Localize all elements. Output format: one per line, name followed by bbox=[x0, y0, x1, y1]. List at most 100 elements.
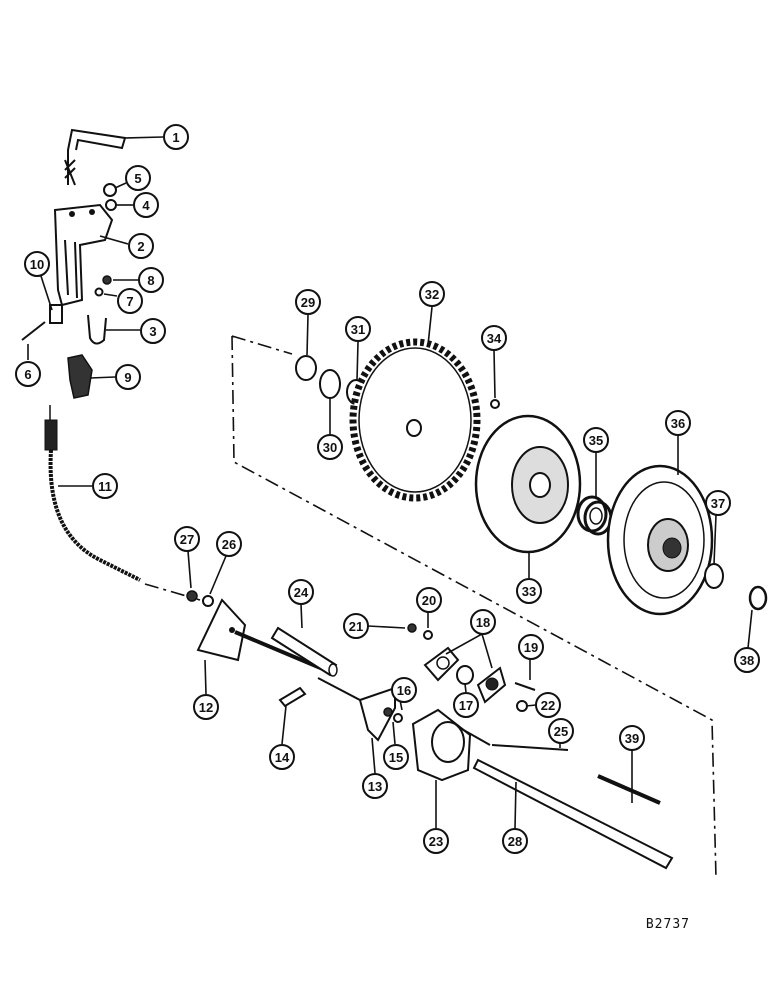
part-bearing-17 bbox=[456, 665, 474, 685]
part-spring-35 bbox=[576, 495, 613, 536]
callout-29: 29 bbox=[295, 289, 321, 315]
callout-37: 37 bbox=[705, 490, 731, 516]
svg-text:27: 27 bbox=[180, 532, 194, 547]
callout-17: 17 bbox=[453, 692, 479, 718]
callout-32: 32 bbox=[419, 281, 445, 307]
svg-text:23: 23 bbox=[429, 834, 443, 849]
part-key-39 bbox=[597, 774, 661, 805]
svg-text:38: 38 bbox=[740, 653, 754, 668]
svg-text:35: 35 bbox=[589, 433, 603, 448]
callout-1: 1 bbox=[163, 124, 189, 150]
callout-24: 24 bbox=[288, 579, 314, 605]
part-bolt-19 bbox=[514, 682, 536, 691]
figure-id-label: B2737 bbox=[645, 917, 690, 932]
part-nut-5 bbox=[103, 183, 117, 197]
svg-text:12: 12 bbox=[199, 700, 213, 715]
svg-text:26: 26 bbox=[222, 537, 236, 552]
callout-25: 25 bbox=[548, 718, 574, 744]
svg-text:31: 31 bbox=[351, 322, 365, 337]
svg-text:33: 33 bbox=[522, 584, 536, 599]
part-cotter-pin bbox=[278, 686, 307, 708]
part-washer-16 bbox=[393, 713, 403, 723]
callout-38: 38 bbox=[734, 647, 760, 673]
callout-12: 12 bbox=[193, 694, 219, 720]
part-nut-8 bbox=[102, 275, 112, 285]
svg-text:15: 15 bbox=[389, 750, 403, 765]
part-bracket bbox=[53, 203, 114, 307]
svg-text:7: 7 bbox=[126, 294, 133, 309]
part-pulley-half-33 bbox=[474, 414, 582, 554]
svg-text:4: 4 bbox=[142, 198, 150, 213]
callout-14: 14 bbox=[269, 744, 295, 770]
svg-text:18: 18 bbox=[476, 615, 490, 630]
svg-text:6: 6 bbox=[24, 367, 31, 382]
callout-28: 28 bbox=[502, 828, 528, 854]
svg-text:20: 20 bbox=[422, 593, 436, 608]
svg-text:25: 25 bbox=[554, 724, 568, 739]
svg-text:9: 9 bbox=[124, 370, 131, 385]
part-control-cable bbox=[44, 405, 201, 601]
callout-10: 10 bbox=[24, 251, 50, 277]
callout-27: 27 bbox=[174, 526, 200, 552]
svg-text:36: 36 bbox=[671, 416, 685, 431]
part-washer-26 bbox=[202, 595, 214, 607]
svg-text:2: 2 bbox=[137, 239, 144, 254]
part-washer-29 bbox=[295, 355, 317, 381]
svg-text:17: 17 bbox=[459, 698, 473, 713]
callout-4: 4 bbox=[133, 192, 159, 218]
callout-26: 26 bbox=[216, 531, 242, 557]
part-washer-20 bbox=[423, 630, 433, 640]
part-nut-15 bbox=[383, 707, 393, 717]
callout-35: 35 bbox=[583, 427, 609, 453]
part-washer-7 bbox=[94, 287, 104, 297]
callout-39: 39 bbox=[619, 725, 645, 751]
svg-text:3: 3 bbox=[149, 324, 156, 339]
leader-lines bbox=[27, 136, 753, 829]
callout-9: 9 bbox=[115, 364, 141, 390]
part-bearing-30 bbox=[319, 369, 341, 399]
callout-8: 8 bbox=[138, 267, 164, 293]
svg-text:14: 14 bbox=[275, 750, 290, 765]
svg-text:39: 39 bbox=[625, 731, 639, 746]
svg-text:32: 32 bbox=[425, 287, 439, 302]
part-washer-37 bbox=[704, 563, 724, 589]
svg-text:21: 21 bbox=[349, 619, 363, 634]
part-bearing-housing-23 bbox=[411, 708, 491, 782]
callout-20: 20 bbox=[416, 587, 442, 613]
callout-18: 18 bbox=[470, 609, 496, 635]
svg-text:1: 1 bbox=[172, 130, 179, 145]
callout-33: 33 bbox=[516, 578, 542, 604]
svg-text:19: 19 bbox=[524, 640, 538, 655]
callout-16: 16 bbox=[391, 677, 417, 703]
callout-2: 2 bbox=[128, 233, 154, 259]
svg-text:10: 10 bbox=[30, 257, 44, 272]
part-pulley-half-36 bbox=[606, 464, 714, 616]
part-sleeve-24 bbox=[270, 626, 338, 677]
callout-30: 30 bbox=[317, 434, 343, 460]
callout-6: 6 bbox=[15, 361, 41, 387]
callout-7: 7 bbox=[117, 288, 143, 314]
svg-text:37: 37 bbox=[711, 496, 725, 511]
part-nut-34 bbox=[490, 399, 500, 409]
part-nut-27 bbox=[186, 590, 198, 602]
part-clamp-block bbox=[67, 354, 93, 399]
svg-text:5: 5 bbox=[134, 171, 141, 186]
callout-31: 31 bbox=[345, 316, 371, 342]
part-u-bolt bbox=[87, 314, 107, 345]
part-shaft-28 bbox=[472, 758, 674, 870]
part-nut-21 bbox=[407, 623, 417, 633]
svg-text:29: 29 bbox=[301, 295, 315, 310]
callout-21: 21 bbox=[343, 613, 369, 639]
part-washer-4 bbox=[105, 199, 117, 211]
callout-15: 15 bbox=[383, 744, 409, 770]
part-plate-10 bbox=[49, 304, 63, 324]
part-washer-22 bbox=[516, 700, 528, 712]
svg-text:11: 11 bbox=[98, 479, 112, 494]
callout-22: 22 bbox=[535, 692, 561, 718]
part-bearing-flanges bbox=[423, 646, 507, 704]
svg-text:16: 16 bbox=[397, 683, 411, 698]
callout-23: 23 bbox=[423, 828, 449, 854]
part-sprocket-32 bbox=[349, 338, 481, 502]
